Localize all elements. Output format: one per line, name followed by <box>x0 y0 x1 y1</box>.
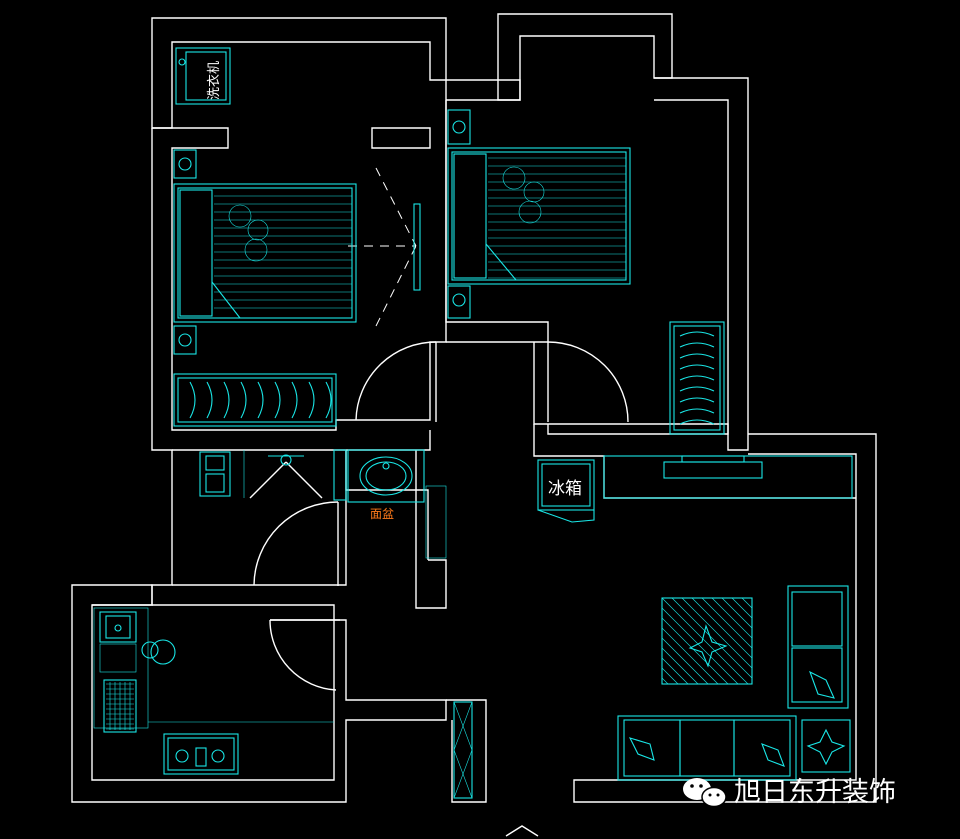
watermark: 旭日东升装饰 <box>683 777 896 808</box>
wechat-icon <box>683 778 727 808</box>
washing-machine: 洗衣机 <box>175 47 231 105</box>
bed-left <box>173 149 357 355</box>
basin-label: 面盆 <box>370 507 394 521</box>
toilet <box>199 451 231 497</box>
wardrobe-right <box>669 321 725 435</box>
fridge: 冰箱 <box>537 459 595 523</box>
wardrobe-left <box>173 373 337 427</box>
shower <box>243 449 347 501</box>
fridge-label: 冰箱 <box>548 479 582 499</box>
sofa-main <box>617 715 797 781</box>
walls <box>71 13 877 837</box>
kitchen-fixtures <box>93 607 334 775</box>
coffee-table <box>661 597 753 685</box>
bed-right <box>447 109 631 319</box>
tv-cabinet <box>603 455 853 499</box>
watermark-text: 旭日东升装饰 <box>734 777 896 808</box>
doors <box>253 167 629 691</box>
washer-label: 洗衣机 <box>206 61 222 100</box>
side-table <box>801 719 851 773</box>
sofa-side <box>787 585 849 709</box>
shoe-cabinet <box>453 701 473 799</box>
basin: 面盆 <box>347 449 447 559</box>
